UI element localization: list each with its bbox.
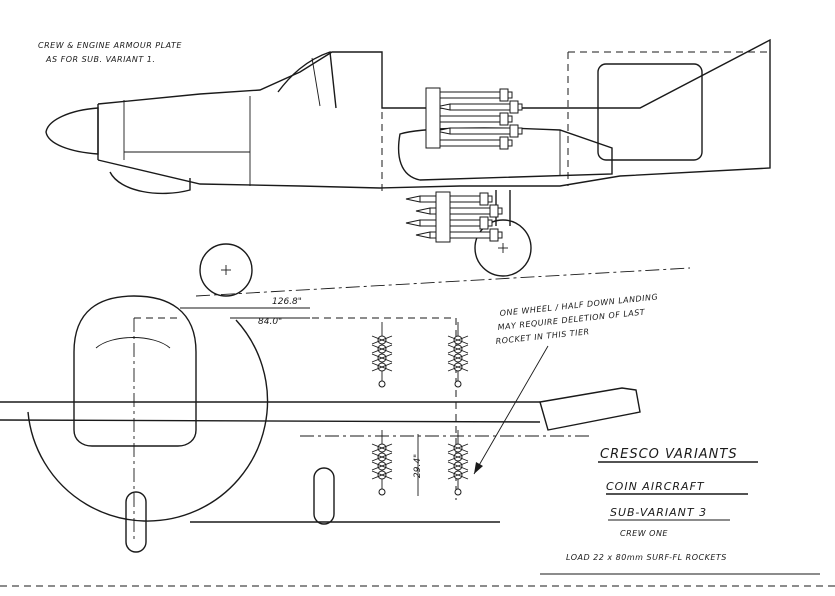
front-rocket-clusters (371, 322, 469, 496)
rocket-cluster (371, 430, 393, 496)
side-rocket (415, 228, 503, 242)
rocket-cluster (447, 322, 469, 388)
gun-pod-left (125, 491, 147, 553)
side-elevation (45, 38, 771, 277)
crew-text: CREW ONE (620, 529, 668, 538)
note-armour-line1: CREW & ENGINE ARMOUR PLATE (38, 41, 182, 50)
propeller-spinner (45, 107, 99, 155)
main-wheel (474, 219, 532, 277)
side-rocket (405, 192, 493, 206)
subtitle-text: COIN AIRCRAFT (606, 480, 705, 493)
fuselage-panel (597, 63, 703, 161)
rocket-cluster (371, 322, 393, 388)
wing-tip (539, 387, 641, 431)
variant-text: SUB-VARIANT 3 (610, 506, 707, 519)
dimension-vertical: 29.4" (413, 454, 423, 478)
front-elevation: 126.8" 84.0" 29.4" (0, 243, 691, 553)
side-rocket (435, 124, 523, 138)
propeller-disc (27, 319, 269, 522)
canopy (277, 51, 337, 109)
dimension-span-inner: 84.0" (258, 317, 282, 327)
front-wheel (199, 243, 253, 297)
fuselage-outline (97, 38, 771, 189)
title-text: CRESCO VARIANTS (600, 447, 738, 462)
load-text: LOAD 22 x 80mm SURF-FL ROCKETS (566, 553, 727, 562)
cockpit-front (73, 295, 197, 447)
title-block: CRESCO VARIANTS COIN AIRCRAFT SUB-VARIAN… (566, 447, 758, 562)
chin-intake (109, 171, 191, 195)
side-rocket (415, 204, 503, 218)
side-rocket (405, 216, 493, 230)
side-rocket-rack (405, 87, 523, 243)
rack-pylon-upper (425, 87, 441, 149)
rocket-cluster (447, 430, 469, 496)
side-rocket (435, 100, 523, 114)
gun-pod-right (313, 467, 335, 525)
dimension-span-outer: 126.8" (272, 297, 302, 307)
note-armour-line2: AS FOR SUB. VARIANT 1. (45, 55, 155, 64)
rack-pylon-lower (435, 191, 451, 243)
